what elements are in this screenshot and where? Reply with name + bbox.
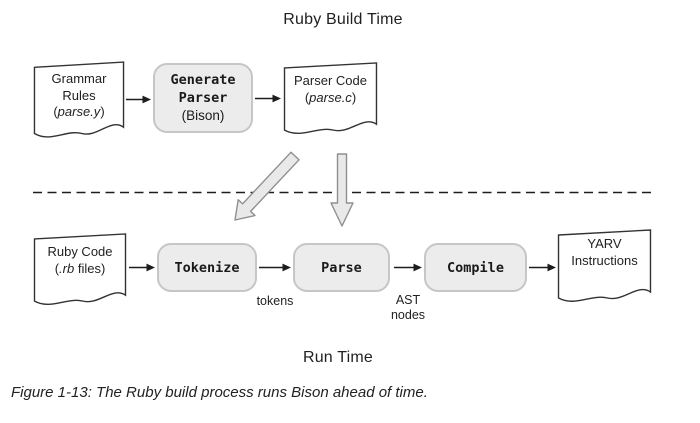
generate-parser-label-line1: Generate bbox=[170, 72, 236, 88]
ast-line2: nodes bbox=[390, 308, 426, 322]
grammar-rules-doc-label: Grammar Rules (parse.y) bbox=[33, 71, 125, 121]
ast-line1: AST bbox=[395, 293, 421, 307]
arrow-compile-to-yarv-icon bbox=[529, 263, 556, 272]
yarv-line1: YARV bbox=[587, 236, 622, 251]
grammar-filename: (parse.y) bbox=[53, 104, 105, 119]
arrow-tokenize-to-parse-icon bbox=[259, 263, 291, 272]
arrow-parse-to-compile-icon bbox=[394, 263, 422, 272]
grammar-line2: Rules bbox=[62, 87, 96, 103]
tokens-edge-label: tokens bbox=[256, 294, 294, 308]
arrow-grammar-to-generate-icon bbox=[126, 95, 151, 104]
ruby-code-doc-label: Ruby Code (.rb files) bbox=[33, 244, 127, 277]
ruby-code-line1: Ruby Code bbox=[47, 244, 113, 259]
grammar-line1: Grammar bbox=[51, 71, 107, 86]
parser-code-doc-label: Parser Code (parse.c) bbox=[283, 73, 378, 106]
compile-label: Compile bbox=[447, 259, 504, 276]
generate-parser-note: (Bison) bbox=[181, 108, 225, 123]
arrow-generate-to-parsercode-icon bbox=[255, 94, 281, 103]
generate-parser-box: Generate Parser (Bison) bbox=[153, 63, 253, 133]
compile-box: Compile bbox=[424, 243, 527, 292]
tokenize-label: Tokenize bbox=[174, 259, 240, 276]
build-time-title: Ruby Build Time bbox=[283, 11, 403, 28]
generate-parser-label-line2: Parser bbox=[178, 90, 228, 106]
yarv-line2: Instructions bbox=[571, 252, 638, 268]
yarv-doc-label: YARV Instructions bbox=[557, 236, 652, 269]
ast-nodes-edge-label: AST nodes bbox=[378, 293, 438, 323]
ruby-code-filename: (.rb files) bbox=[54, 260, 106, 276]
arrow-rubycode-to-tokenize-icon bbox=[129, 263, 155, 272]
parser-code-filename: (parse.c) bbox=[304, 89, 357, 105]
run-time-title: Run Time bbox=[302, 349, 374, 366]
block-arrow-diagonal-icon bbox=[234, 151, 300, 221]
figure-caption: Figure 1-13: The Ruby build process runs… bbox=[11, 384, 428, 401]
tokenize-box: Tokenize bbox=[157, 243, 257, 292]
parser-code-line1: Parser Code bbox=[294, 73, 367, 88]
parse-label: Parse bbox=[321, 259, 362, 276]
parse-box: Parse bbox=[293, 243, 390, 292]
block-arrow-vertical-icon bbox=[330, 153, 354, 227]
